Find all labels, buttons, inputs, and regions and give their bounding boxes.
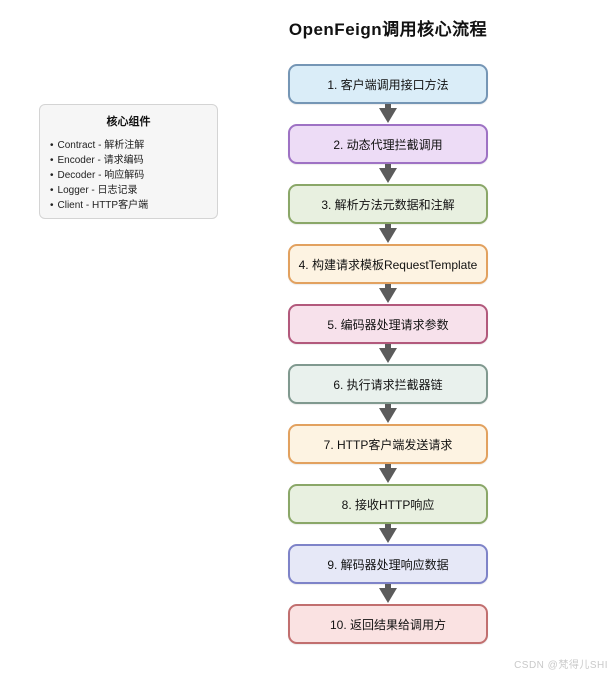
flow-step-label: 4. 构建请求模板RequestTemplate [298, 257, 478, 272]
flow-step: 2. 动态代理拦截调用 [288, 124, 488, 164]
component-item: •Logger - 日志记录 [50, 183, 207, 198]
flow-step-label: 1. 客户端调用接口方法 [327, 77, 449, 92]
arrow-down-icon [377, 164, 399, 184]
component-label: Contract - 解析注解 [57, 140, 145, 151]
flow-step-label: 10. 返回结果给调用方 [329, 617, 447, 632]
arrow-down-icon [377, 524, 399, 544]
arrow-down-icon [377, 224, 399, 244]
flow-step: 10. 返回结果给调用方 [288, 604, 488, 644]
arrow-down-icon [377, 464, 399, 484]
bullet-icon: • [50, 170, 54, 181]
flow-step-label: 5. 编码器处理请求参数 [327, 317, 449, 332]
flow-step: 3. 解析方法元数据和注解 [288, 184, 488, 224]
watermark: CSDN @梵得儿SHI [514, 660, 608, 671]
flow-step-label: 6. 执行请求拦截器链 [333, 377, 443, 392]
component-item: •Client - HTTP客户端 [50, 198, 207, 213]
flow-step-label: 2. 动态代理拦截调用 [333, 137, 443, 152]
arrow-down-icon [377, 104, 399, 124]
flow-step-label: 7. HTTP客户端发送请求 [323, 437, 453, 452]
arrow-down-icon [377, 404, 399, 424]
flow-step: 5. 编码器处理请求参数 [288, 304, 488, 344]
bullet-icon: • [50, 155, 54, 166]
component-item: •Encoder - 请求编码 [50, 153, 207, 168]
flowchart: 1. 客户端调用接口方法 2. 动态代理拦截调用 3. 解析方法元数据和注解 4. 构… [288, 64, 488, 644]
bullet-icon: • [50, 200, 54, 211]
component-label: Encoder - 请求编码 [57, 155, 144, 166]
arrow-down-icon [377, 584, 399, 604]
arrow-down-icon [377, 344, 399, 364]
component-item: •Decoder - 响应解码 [50, 168, 207, 183]
flow-step-label: 8. 接收HTTP响应 [341, 497, 435, 512]
flow-step: 1. 客户端调用接口方法 [288, 64, 488, 104]
flow-step-label: 3. 解析方法元数据和注解 [321, 197, 455, 212]
component-item: •Contract - 解析注解 [50, 138, 207, 153]
page-title: OpenFeign调用核心流程 [288, 20, 488, 39]
bullet-icon: • [50, 140, 54, 151]
arrow-down-icon [377, 284, 399, 304]
core-components-panel: 核心组件 •Contract - 解析注解•Encoder - 请求编码•Dec… [39, 104, 218, 219]
core-components-list: •Contract - 解析注解•Encoder - 请求编码•Decoder … [50, 138, 207, 213]
flow-step-label: 9. 解码器处理响应数据 [327, 557, 449, 572]
flow-step: 8. 接收HTTP响应 [288, 484, 488, 524]
component-label: Decoder - 响应解码 [57, 170, 145, 181]
flow-step: 4. 构建请求模板RequestTemplate [288, 244, 488, 284]
component-label: Client - HTTP客户端 [57, 200, 149, 211]
component-label: Logger - 日志记录 [57, 185, 138, 196]
flow-step: 6. 执行请求拦截器链 [288, 364, 488, 404]
core-components-title: 核心组件 [106, 116, 151, 128]
flow-step: 9. 解码器处理响应数据 [288, 544, 488, 584]
bullet-icon: • [50, 185, 54, 196]
flow-step: 7. HTTP客户端发送请求 [288, 424, 488, 464]
